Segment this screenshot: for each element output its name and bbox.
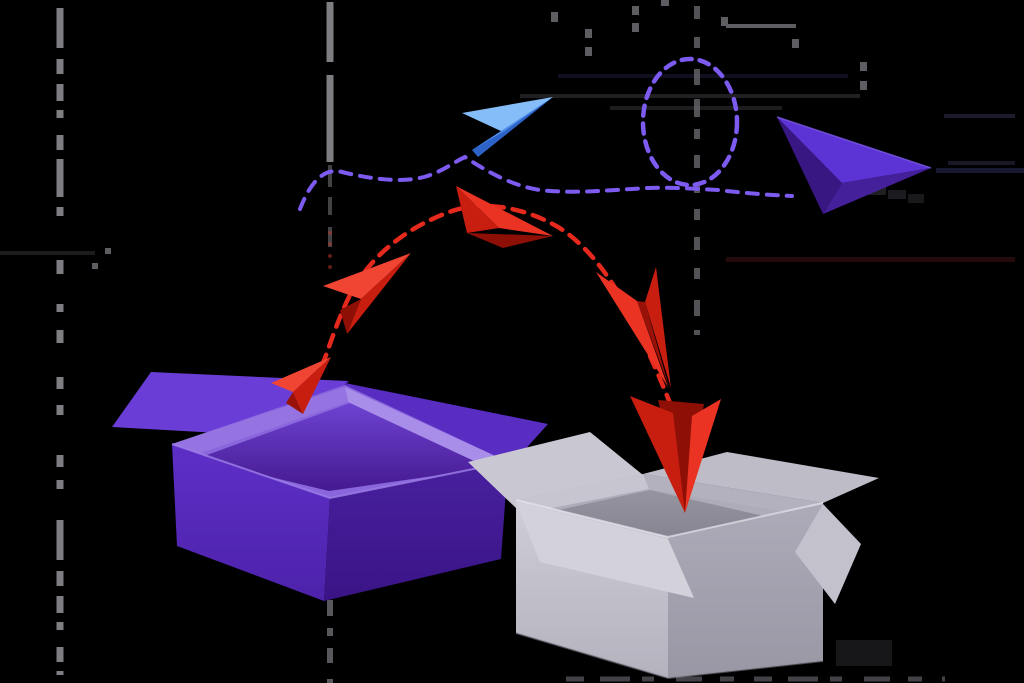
purple-box-rim-edge — [171, 443, 509, 500]
plane-wing — [596, 272, 668, 387]
purple-box-front-left-wall — [172, 444, 330, 601]
plane-wing — [630, 396, 685, 513]
flight-path-line — [298, 154, 794, 211]
scatter-dashes — [92, 0, 867, 269]
gray-box — [468, 432, 879, 680]
gray-box-rim-edge — [515, 499, 824, 539]
streak — [908, 194, 924, 203]
streak — [944, 114, 1015, 118]
plane-wing — [777, 117, 931, 183]
gray-box-inner-wall-back — [516, 474, 649, 512]
red-paper-plane-apex — [456, 186, 553, 248]
gray-box-back-left-flap — [468, 432, 643, 509]
purple-dashed-flight-path — [298, 56, 794, 211]
plane-keel — [637, 301, 669, 387]
plane-wing — [472, 97, 553, 150]
purple-box-inner-wall-right — [345, 387, 506, 472]
plane-wing — [271, 357, 331, 392]
purple-box — [112, 372, 548, 601]
plane-wing — [456, 186, 499, 233]
purple-box-floor — [196, 403, 489, 491]
plane-wing — [293, 357, 331, 414]
plane-wing — [456, 186, 553, 236]
plane-edge-highlight — [776, 116, 932, 169]
streak — [0, 251, 95, 255]
plane-wing — [685, 399, 721, 513]
red-dot-marks — [328, 231, 332, 269]
plane-wing — [347, 253, 411, 334]
gray-box-back-right-flap — [643, 452, 879, 503]
plane-wing — [323, 253, 411, 299]
dashed-lines — [56, 0, 867, 683]
plane-keel — [340, 299, 361, 334]
gray-box-bottom-edge — [515, 632, 824, 680]
streak — [520, 94, 860, 98]
gray-box-front-left-hanging-flap — [516, 502, 694, 598]
blue-paper-plane — [462, 97, 553, 157]
red-paper-plane-launch — [271, 357, 331, 414]
plane-wing — [823, 168, 931, 214]
plane-keel — [286, 392, 303, 414]
purple-box-back-right-flap — [342, 383, 548, 464]
gray-box-right-hanging-flap — [795, 504, 861, 604]
streak — [836, 640, 892, 666]
red-paper-plane-ascending — [323, 253, 411, 334]
plane-keel — [472, 97, 553, 157]
plane-keel — [467, 233, 553, 248]
streak — [558, 74, 848, 78]
plane-wing — [462, 97, 553, 132]
red-paper-plane-landing — [630, 396, 721, 513]
purple-paper-plane — [776, 116, 932, 214]
purple-box-front-right-wall — [324, 462, 508, 601]
red-paper-plane-diving — [596, 267, 671, 388]
gray-box-front-right-wall — [668, 503, 823, 678]
plane-tail — [777, 117, 842, 214]
streak — [726, 257, 1015, 262]
flight-loop — [640, 56, 740, 188]
plane-wing — [645, 267, 671, 388]
streak — [948, 161, 1015, 165]
streak — [888, 190, 906, 199]
streak — [936, 168, 1024, 173]
